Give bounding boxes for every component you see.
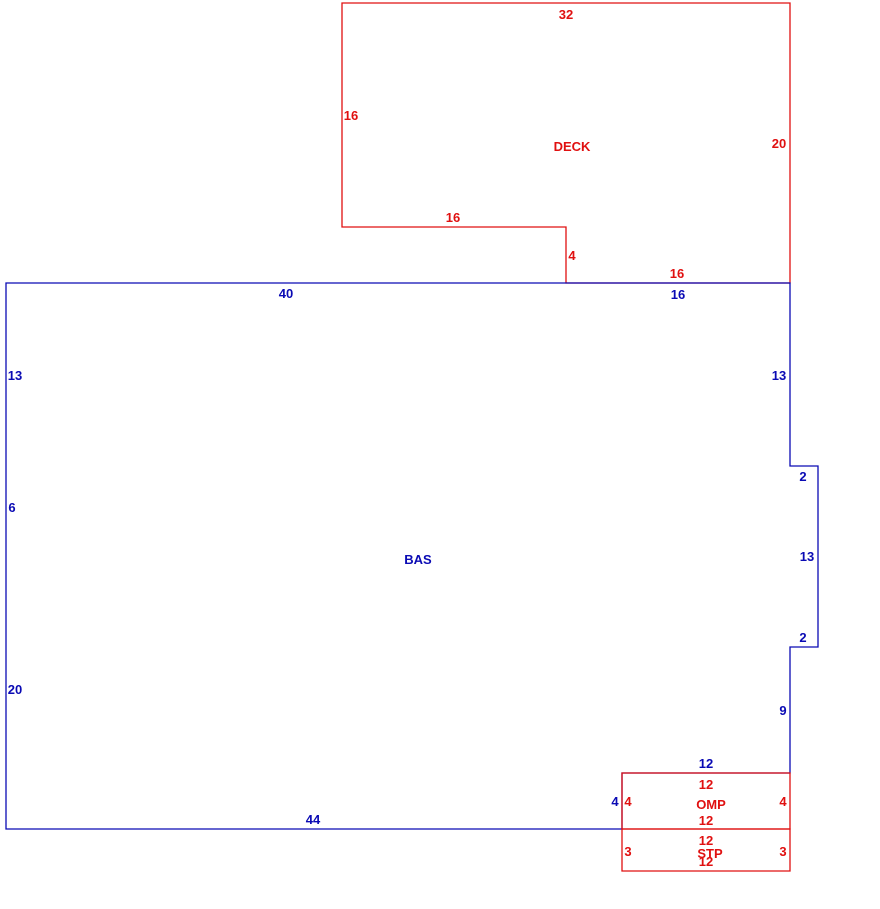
deck-dim-step-bottom: 16	[446, 210, 460, 225]
bas-dim-bottom: 44	[306, 812, 321, 827]
bas-dim-notch-top: 12	[699, 756, 713, 771]
bas-area-label: BAS	[404, 552, 432, 567]
deck-dim-step-vertical: 4	[568, 248, 576, 263]
bas-dim-bump-side: 13	[800, 549, 814, 564]
bas-dim-bump-bottom: 2	[799, 630, 806, 645]
deck-area-label: DECK	[554, 139, 591, 154]
bas-dim-left-mid: 6	[8, 500, 15, 515]
bas-dim-right-upper: 13	[772, 368, 786, 383]
omp-dim-left: 4	[624, 794, 632, 809]
bas-dim-top-right: 16	[671, 287, 685, 302]
deck-dim-left: 16	[344, 108, 358, 123]
bas-dim-top-left: 40	[279, 286, 293, 301]
omp-dim-right: 4	[779, 794, 787, 809]
stp-dim-top: 12	[699, 833, 713, 848]
omp-dim-top: 12	[699, 777, 713, 792]
bas-dim-left-upper: 13	[8, 368, 22, 383]
stp-area-label: STP	[697, 846, 723, 861]
stp-dim-left: 3	[624, 844, 631, 859]
bas-outline	[5, 282, 819, 830]
omp-area-label: OMP	[696, 797, 726, 812]
bas-dim-notch-left: 4	[611, 794, 619, 809]
deck-dim-top: 32	[559, 7, 573, 22]
deck-dim-right: 20	[772, 136, 786, 151]
bas-dim-bump-top: 2	[799, 469, 806, 484]
omp-dim-bottom: 12	[699, 813, 713, 828]
stp-dim-right: 3	[779, 844, 786, 859]
stp-dim-bottom: 12	[699, 854, 713, 869]
bas-dim-right-lower: 9	[779, 703, 786, 718]
deck-dim-bottom-right: 16	[670, 266, 684, 281]
stp-outline	[621, 828, 791, 872]
bas-dim-left-lower: 20	[8, 682, 22, 697]
